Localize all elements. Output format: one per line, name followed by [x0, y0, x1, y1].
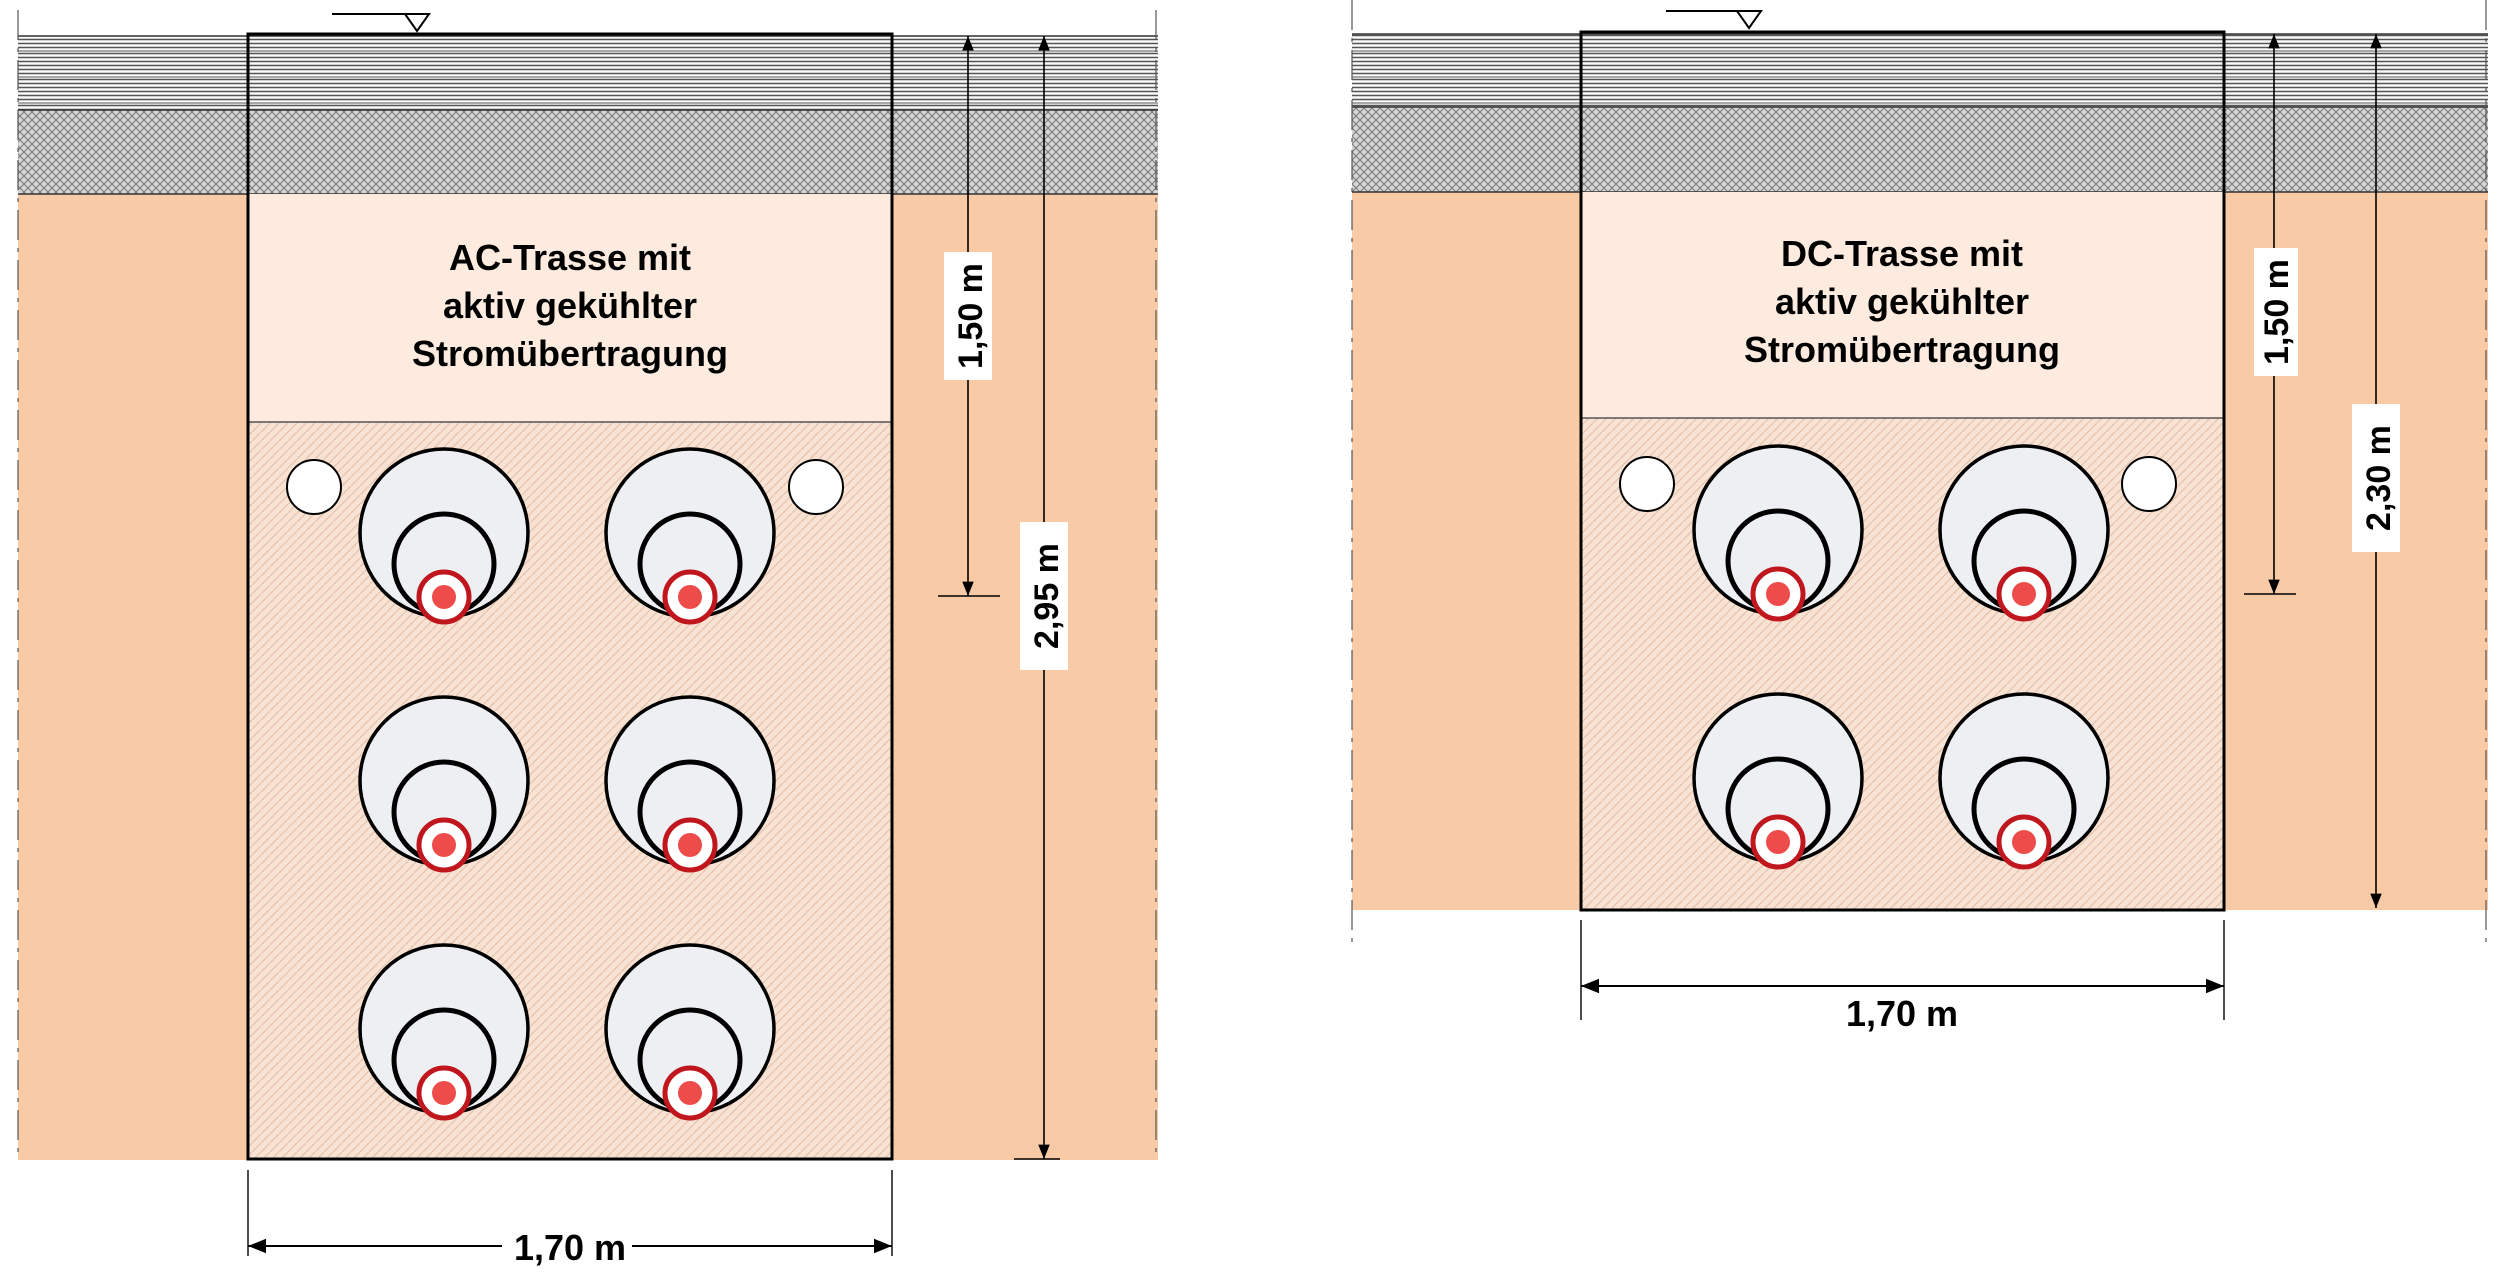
dc-title-line-3: Stromübertragung	[1744, 329, 2060, 370]
ac-cable-conduit	[604, 695, 776, 873]
ac-cable-conduit	[604, 447, 776, 625]
dc-cable-core	[1766, 830, 1790, 854]
dc-dim-width-label: 1,70 m	[1846, 993, 1958, 1034]
dc-dim-depth: 2,30 m	[2352, 34, 2400, 908]
ac-cable-group	[358, 447, 776, 1121]
ac-gravel-layer	[18, 110, 1158, 194]
dc-cable-core	[1766, 582, 1790, 606]
ac-title-line-3: Stromübertragung	[412, 333, 728, 374]
dc-cable-core	[2012, 830, 2036, 854]
ac-cable-core	[432, 1081, 456, 1105]
ac-trench-outline	[246, 32, 894, 1161]
dc-trench	[1579, 30, 2226, 912]
dc-section: DC-Trasse mit aktiv gekühlter Stromübert…	[1351, 0, 2488, 1034]
dc-right-monitoring-pipe	[2121, 456, 2177, 512]
dc-trench-outline	[1579, 30, 2226, 912]
ac-title-line-2: aktiv gekühlter	[443, 285, 697, 326]
dc-cable-conduit	[1938, 444, 2110, 622]
ac-water-level-icon	[332, 13, 431, 33]
ac-cable-core	[678, 1081, 702, 1105]
ac-dim-width: 1,70 m	[247, 1170, 893, 1268]
dc-cable-group	[1692, 444, 2110, 870]
dc-top-layer	[1352, 34, 2488, 107]
ac-dim-cover: 1,50 m	[938, 36, 1000, 597]
ac-cable-core	[678, 833, 702, 857]
ac-top-layer	[18, 36, 1158, 110]
dc-water-level-icon	[1666, 10, 1763, 30]
ac-right-monitoring-pipe	[788, 459, 844, 515]
dc-left-monitoring-pipe	[1619, 456, 1675, 512]
ac-cable-conduit	[358, 943, 530, 1121]
dc-trench-upper-fill	[1581, 192, 2224, 418]
dc-dim-depth-label: 2,30 m	[2360, 425, 2398, 531]
ac-cable-conduit	[604, 943, 776, 1121]
dc-cable-core	[2012, 582, 2036, 606]
ac-cable-core	[432, 833, 456, 857]
ac-dim-depth: 2,95 m	[1014, 36, 1068, 1160]
dc-dim-width: 1,70 m	[1580, 920, 2225, 1034]
ac-cable-core	[432, 585, 456, 609]
dc-title-line-2: aktiv gekühlter	[1775, 281, 2029, 322]
dc-cable-conduit	[1692, 444, 1864, 622]
ac-section: AC-Trasse mit aktiv gekühlter Stromübert…	[17, 10, 1158, 1268]
dc-cable-conduit	[1692, 692, 1864, 870]
ac-cable-conduit	[358, 447, 530, 625]
ac-trench-upper-fill	[248, 194, 892, 422]
ac-trench	[246, 32, 894, 1161]
ac-dim-width-label: 1,70 m	[514, 1227, 626, 1268]
dc-dim-cover-label: 1,50 m	[2258, 259, 2296, 365]
ac-dim-depth-label: 2,95 m	[1028, 543, 1066, 649]
dc-title-line-1: DC-Trasse mit	[1781, 233, 2023, 274]
dc-cable-bedding	[1581, 418, 2224, 910]
ac-cable-bedding	[248, 422, 892, 1159]
dc-dim-cover: 1,50 m	[2244, 34, 2298, 595]
dc-cable-conduit	[1938, 692, 2110, 870]
dc-gravel-layer	[1352, 107, 2488, 192]
ac-left-monitoring-pipe	[286, 459, 342, 515]
ac-cable-conduit	[358, 695, 530, 873]
ac-dim-cover-label: 1,50 m	[952, 263, 990, 369]
ac-title-line-1: AC-Trasse mit	[449, 237, 691, 278]
ac-cable-core	[678, 585, 702, 609]
